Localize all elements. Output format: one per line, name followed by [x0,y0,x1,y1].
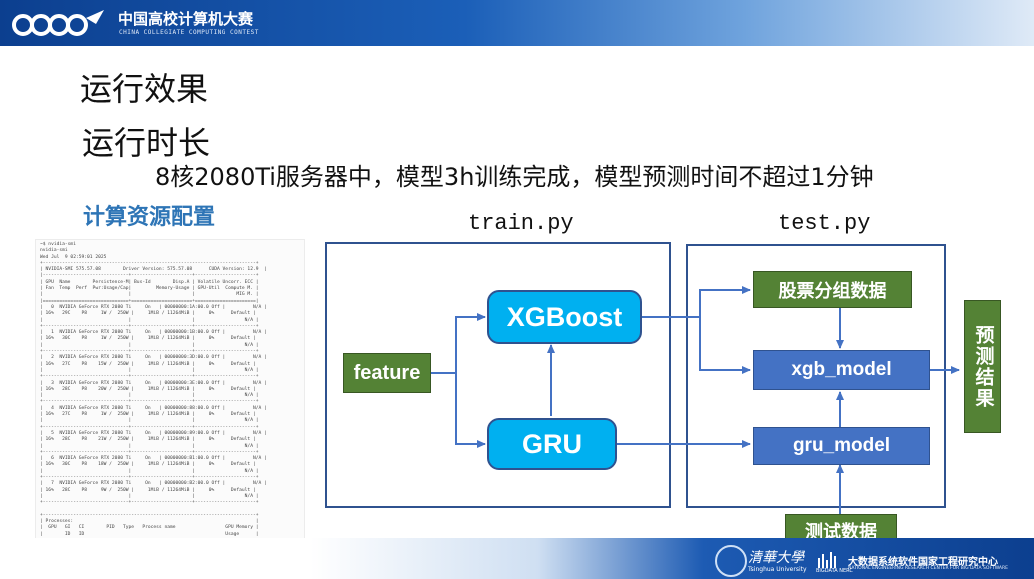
nerc-name-cn: 大数据系统软件国家工程研究中心 [848,557,998,568]
nerc-name-en: NATIONAL ENGINEERING RESEARCH CENTER FOR… [848,566,1008,571]
terminal-line: +-------------------------------+-------… [40,474,259,480]
terminal-line: | 16% 29C P8 1W / 250W | 1MiB / 11264MiB… [40,311,256,317]
arrow-feature-to-xgboost [431,313,486,374]
terminal-line: +-------------------------------+-------… [40,374,259,380]
terminal-line: | 16% 28C P8 9W / 250W | 1MiB / 11264MiB… [40,487,256,493]
terminal-line: +---------------------------------------… [40,512,259,518]
prediction-result-node: 预测结果 [964,300,1001,433]
test-py-label: test.py [778,211,871,236]
train-py-label: train.py [468,211,574,236]
section-runtime-heading: 运行时长 [82,124,211,162]
terminal-line: | | | N/A | [40,393,259,399]
xgboost-node: XGBoost [487,290,642,344]
terminal-line: nvidia-smi [40,248,68,254]
terminal-line: +-------------------------------+-------… [40,323,259,329]
terminal-line: ~$ nvidia-smi [40,242,123,247]
terminal-line: |-------------------------------+-------… [40,273,259,279]
arrow-xgboost-to-xgb-model [699,317,751,374]
terminal-line: +---------------------------------------… [40,260,259,266]
tsinghua-name-en: Tsinghua University [748,566,807,573]
terminal-line: | GPU GI CI PID Type Process name GPU Me… [40,525,259,531]
terminal-line: | 0 NVIDIA GeForce RTX 2080 Ti On | 0000… [40,304,267,310]
terminal-line: | | | N/A | [40,493,259,499]
tsinghua-name-cn: 清華大學 [748,550,804,566]
terminal-line: | 16% 30C P8 18W / 250W | 1MiB / 11264Mi… [40,462,256,468]
terminal-line: | | | MIG M. | [40,292,259,298]
terminal-line: | 3 NVIDIA GeForce RTX 2080 Ti On | 0000… [40,380,267,386]
section-resource-heading: 计算资源配置 [83,205,216,230]
stock-group-data-node: 股票分组数据 [753,271,912,308]
terminal-line: | 7 NVIDIA GeForce RTX 2080 Ti On | 0000… [40,481,267,487]
org-name-en: CHINA COLLEGIATE COMPUTING CONTEST [119,29,259,36]
terminal-line: | | | N/A | [40,418,259,424]
terminal-line: | | | N/A | [40,367,259,373]
terminal-line: +-------------------------------+-------… [40,424,259,430]
xgb-model-node: xgb_model [753,350,930,390]
footer-bar [0,538,1034,579]
terminal-line: | 4 NVIDIA GeForce RTX 2080 Ti On | 0000… [40,405,267,411]
org-name-cn: 中国高校计算机大赛 [118,10,254,28]
terminal-line: | | | N/A | [40,468,259,474]
tsinghua-seal-icon [715,545,747,577]
terminal-line: | NVIDIA-SMI 575.57.08 Driver Version: 5… [40,267,267,273]
terminal-line: | 16% 28C P8 20W / 250W | 1MiB / 11264Mi… [40,386,256,392]
terminal-line: +-------------------------------+-------… [40,349,259,355]
terminal-line: | Fan Temp Perf Pwr:Usage/Cap| Memory-Us… [40,286,259,292]
gru-node: GRU [487,418,617,470]
terminal-line: | 5 NVIDIA GeForce RTX 2080 Ti On | 0000… [40,430,267,436]
terminal-line: | 16% 27C P8 1W / 250W | 1MiB / 11264MiB… [40,412,256,418]
arrow-feature-to-gru [455,373,486,448]
terminal-line: | 2 NVIDIA GeForce RTX 2080 Ti On | 0000… [40,355,267,361]
terminal-line: | GPU Name Persistence-M| Bus-Id Disp.A … [40,279,259,285]
nerc-logo-icon [818,552,836,568]
terminal-line: | 16% 27C P8 15W / 250W | 1MiB / 11264Mi… [40,361,256,367]
terminal-line: |===============================+=======… [40,298,259,304]
terminal-line: | 1 NVIDIA GeForce RTX 2080 Ti On | 0000… [40,330,267,336]
terminal-line: +-------------------------------+-------… [40,399,259,405]
terminal-line: | Processes: | [40,519,259,525]
header-bar: 中国高校计算机大赛 CHINA COLLEGIATE COMPUTING CON… [0,0,1034,46]
terminal-line: +-------------------------------+-------… [40,500,259,506]
contest-logo-icon [12,10,104,36]
feature-node: feature [343,353,431,393]
terminal-line: | | | N/A | [40,317,259,323]
slide-title: 运行效果 [80,70,209,108]
terminal-line: | 16% 28C P8 21W / 250W | 1MiB / 11264Mi… [40,437,256,443]
terminal-line: Wed Jul 9 02:59:01 2025 [40,254,107,260]
nerc-abbr: BIGDATA NERC [816,568,853,574]
terminal-line: | | | N/A | [40,342,259,348]
terminal-line: +-------------------------------+-------… [40,449,259,455]
arrow-xgboost-to-stock-group [642,286,751,318]
gru-model-node: gru_model [753,427,930,465]
terminal-line: | 6 NVIDIA GeForce RTX 2080 Ti On | 0000… [40,456,267,462]
runtime-description: 8核2080Ti服务器中，模型3h训练完成，模型预测时间不超过1分钟 [155,163,874,191]
terminal-line: | | | N/A | [40,443,259,449]
terminal-line: | ID ID Usage | [40,531,259,537]
terminal-line: | 16% 30C P8 1W / 250W | 1MiB / 11264MiB… [40,336,256,342]
